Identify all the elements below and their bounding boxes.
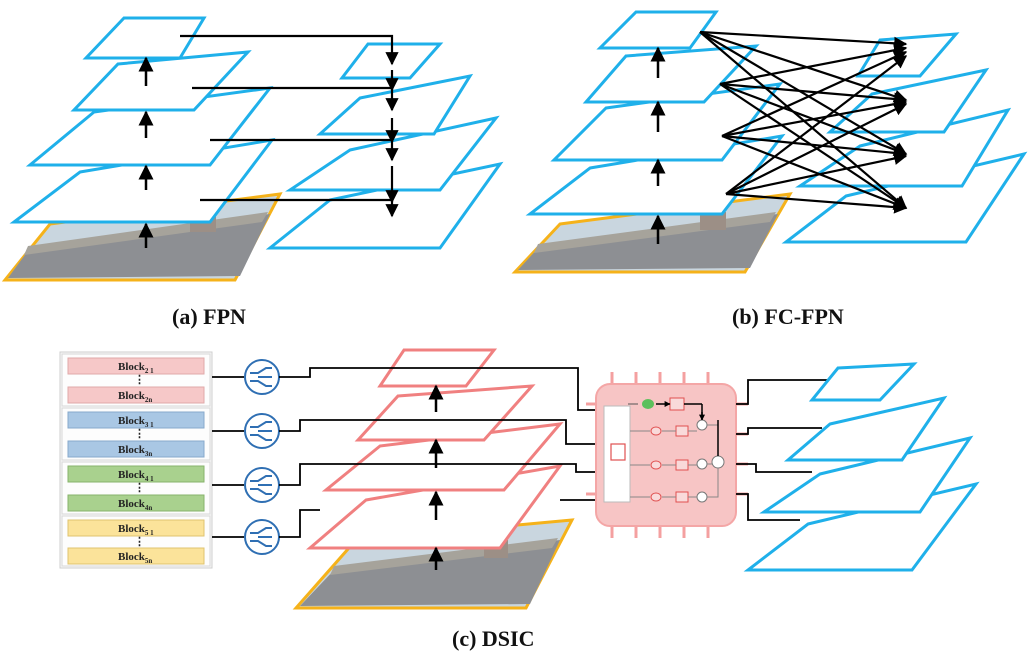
fc-fpn-dense-connections — [699, 30, 908, 214]
block-group-4: Block4 1 ⋮ Block4n — [61, 461, 211, 515]
fpn-left-level-2 — [25, 86, 274, 167]
fpn-left-level-3 — [70, 50, 252, 112]
svg-text:Block2 1: Block2 1 — [118, 361, 154, 375]
switch-icons — [244, 359, 280, 555]
svg-text:Block4n: Block4n — [118, 498, 152, 512]
caption-a: (a) FPN — [172, 304, 246, 329]
fpn-right-level-3 — [316, 73, 474, 136]
caption-c: (c) DSIC — [452, 626, 535, 651]
svg-text:Block4 1: Block4 1 — [118, 469, 154, 483]
switch-circle-icon — [244, 467, 280, 503]
block-group-5: Block5 1 ⋮ Block5n — [61, 515, 211, 567]
svg-text:Block5n: Block5n — [118, 551, 152, 565]
svg-text:Block5 1: Block5 1 — [118, 523, 154, 537]
backbone-connectors — [212, 376, 244, 538]
switch-to-module-connectors — [279, 367, 596, 538]
dsic-output-level-4 — [808, 362, 918, 402]
svg-text:⋮: ⋮ — [134, 374, 145, 386]
dsic-level-3 — [354, 384, 536, 442]
dsic-output-level-2 — [759, 435, 974, 514]
svg-text:Block2n: Block2n — [118, 390, 152, 404]
caption-b: (b) FC-FPN — [732, 304, 844, 329]
dsic-panel: Block2 1 ⋮ Block2n Block3 1 ⋮ Block3n Bl… — [59, 348, 980, 651]
block-group-2: Block2 1 ⋮ Block2n — [61, 353, 211, 407]
module-output-connectors — [736, 379, 836, 521]
fc-fpn-left-level-4 — [596, 10, 719, 50]
svg-text:⋮: ⋮ — [134, 428, 145, 440]
fusion-module-icon — [586, 372, 748, 538]
fc-fpn-left-level-2 — [550, 82, 784, 162]
svg-text:⋮: ⋮ — [134, 536, 145, 548]
switch-circle-icon — [244, 519, 280, 555]
dsic-output-level-3 — [783, 395, 948, 462]
backbone-blocks: Block2 1 ⋮ Block2n Block3 1 ⋮ Block3n Bl… — [59, 351, 213, 569]
block-group-3: Block3 1 ⋮ Block3n — [61, 407, 211, 461]
fpn-left-level-4 — [82, 16, 207, 60]
fc-fpn-right-level-3 — [826, 67, 990, 134]
svg-text:Block3n: Block3n — [118, 444, 152, 458]
svg-text:⋮: ⋮ — [134, 482, 145, 494]
dsic-level-2 — [321, 422, 564, 492]
fpn-panel: (a) FPN — [1, 16, 504, 329]
switch-circle-icon — [244, 359, 280, 395]
fc-fpn-panel: (b) FC-FPN — [511, 10, 1028, 329]
fpn-lateral-connections — [180, 34, 399, 218]
switch-circle-icon — [244, 413, 280, 449]
fc-fpn-left-level-3 — [582, 44, 760, 104]
svg-text:Block3 1: Block3 1 — [118, 415, 154, 429]
